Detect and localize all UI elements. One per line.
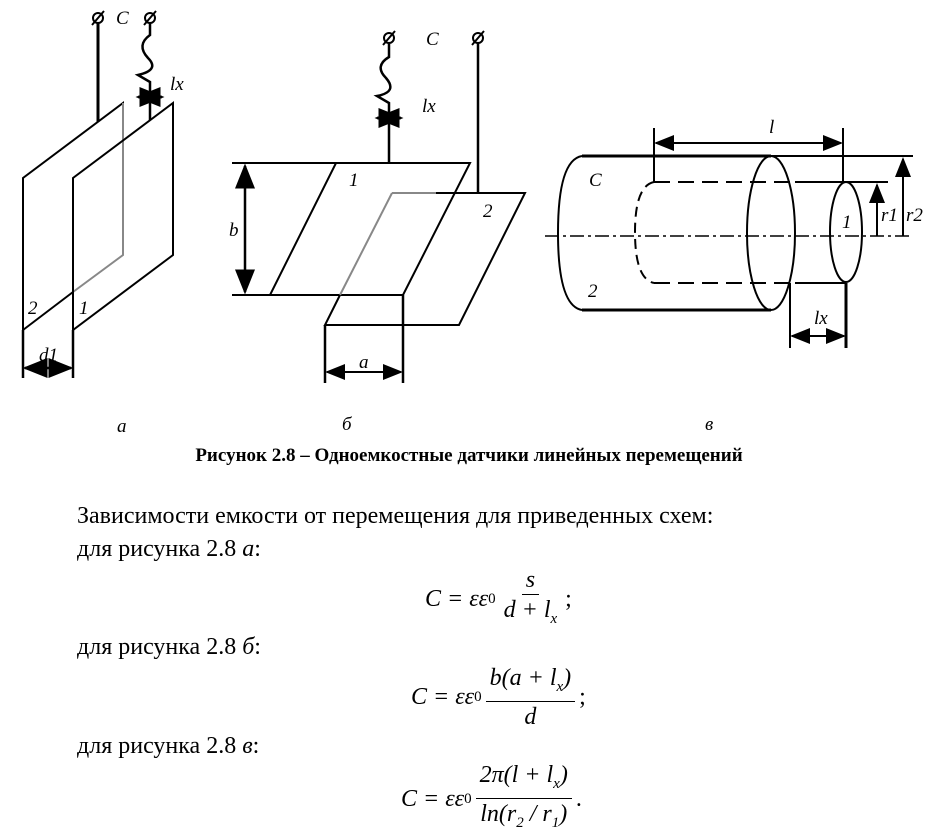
panel-b-letter: б	[342, 414, 353, 435]
panel-a-letter: а	[117, 416, 127, 437]
panel-a-plate-1-label: 1	[79, 298, 89, 319]
intro-paragraph: Зависимости емкости от перемещения для п…	[77, 503, 714, 529]
figure-2-8: C lx 2 1 d1 C lx 1 2 b a C 2 1 l lx r1 r…	[21, 8, 923, 437]
panel-b-diagram	[232, 30, 527, 383]
panel-b-displacement-label: lx	[422, 96, 436, 117]
panel-c-terminal-label: C	[589, 170, 602, 191]
label-for-b: для рисунка 2.8 б:	[77, 634, 261, 660]
panel-c-diagram	[545, 128, 913, 348]
label-for-c: для рисунка 2.8 в:	[77, 733, 260, 759]
panel-c-letter: в	[705, 414, 713, 435]
panel-c-length-label: l	[769, 117, 774, 138]
panel-c-r2-label: r2	[906, 205, 923, 226]
panel-b-terminal-label: C	[426, 29, 439, 50]
panel-c-displacement-label: lx	[814, 308, 828, 329]
panel-a-plate-2-label: 2	[28, 298, 38, 319]
label-for-a: для рисунка 2.8 а:	[77, 536, 261, 562]
panel-b-plate-2-label: 2	[483, 201, 493, 222]
panel-a-displacement-label: lx	[170, 74, 184, 95]
panel-c-r1-label: r1	[881, 205, 898, 226]
panel-b-plate-1-label: 1	[349, 170, 359, 191]
panel-c-electrode-2-label: 2	[588, 281, 598, 302]
panel-b-width-label: a	[359, 352, 369, 373]
figure-caption: Рисунок 2.8 – Одноемкостные датчики лине…	[195, 445, 743, 466]
panel-a-gap-label: d1	[39, 345, 58, 366]
panel-a-diagram	[21, 10, 174, 378]
panel-c-electrode-1-label: 1	[842, 212, 852, 233]
panel-b-height-label: b	[229, 220, 239, 241]
panel-a-terminal-label: C	[116, 8, 129, 29]
